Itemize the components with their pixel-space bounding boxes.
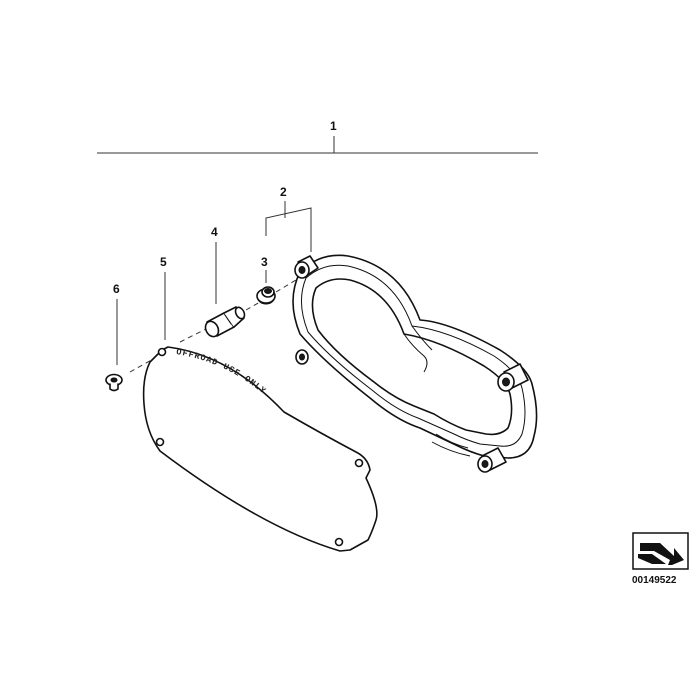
part-frame-housing <box>292 254 538 473</box>
callout-2: 2 <box>280 185 287 199</box>
frame-mount-left-middle <box>295 349 309 365</box>
callout-5: 5 <box>160 255 167 269</box>
callout-5-group: 5 <box>160 255 167 340</box>
cover-outline <box>142 346 378 552</box>
callout-2-group: 2 <box>265 185 312 252</box>
callout-4: 4 <box>211 225 218 239</box>
callout-3: 3 <box>261 255 268 269</box>
frame-center-web <box>403 325 433 373</box>
callout-1: 1 <box>330 119 337 133</box>
diagram-id: 00149522 <box>632 575 677 586</box>
frame-mount-top-left <box>294 255 319 279</box>
callout-3-group: 3 <box>261 255 268 283</box>
frame-window <box>311 278 513 436</box>
frame-mount-right <box>497 363 529 392</box>
axis-5-to-4 <box>179 327 209 343</box>
part-4-spacer <box>204 306 246 338</box>
callout-6-group: 6 <box>113 282 120 365</box>
axis-3-to-frame <box>275 279 297 293</box>
bmw-arrow-badge-icon <box>632 532 689 570</box>
part-6-screw <box>105 373 123 392</box>
frame-mount-bottom <box>477 447 507 473</box>
callout-2-bracket <box>265 207 312 252</box>
callout-4-group: 4 <box>211 225 218 304</box>
frame-vent-slot-1 <box>435 433 469 449</box>
callout-6: 6 <box>113 282 120 296</box>
axis-4-to-3 <box>245 301 261 311</box>
part-5-cover: OFFROAD USE ONLY <box>142 346 378 552</box>
part-3-grommet <box>256 286 276 305</box>
assembly-axis-lines <box>129 279 297 373</box>
frame-rim <box>301 264 526 447</box>
axis-6-to-5 <box>129 357 156 373</box>
frame-vent-slot-2 <box>431 441 471 457</box>
callout-1-group: 1 <box>97 119 538 154</box>
